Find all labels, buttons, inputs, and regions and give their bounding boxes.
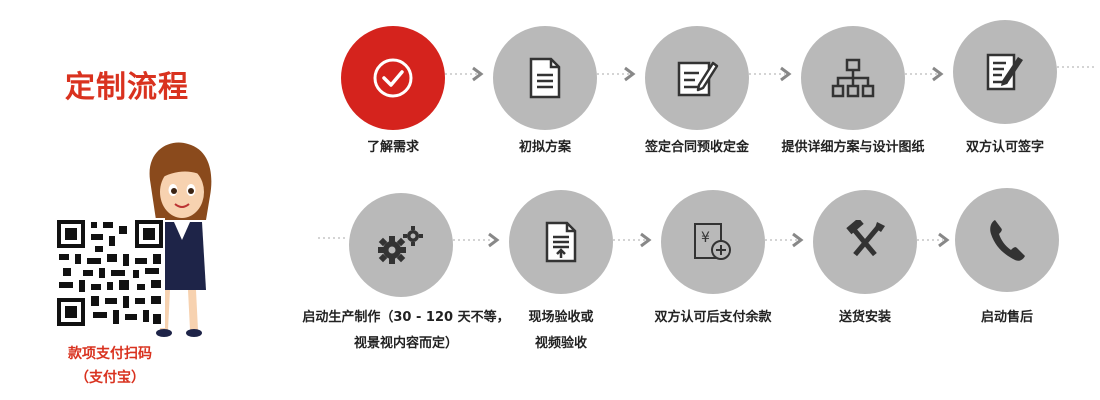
arrow-5-end <box>1057 66 1095 68</box>
upload-document-icon <box>545 221 577 263</box>
payment-caption-line1: 款项支付扫码 <box>68 346 152 362</box>
payment-icon: ¥ <box>694 223 731 260</box>
step-2-label: 初拟方案 <box>518 140 571 155</box>
document-icon <box>529 57 561 99</box>
arrow-8-9 <box>765 232 804 248</box>
payment-caption: 款项支付扫码 （支付宝） <box>45 342 175 390</box>
gears-icon <box>378 226 423 264</box>
phone-icon <box>990 220 1025 261</box>
step-7-label: 现场验收或 视频验收 <box>503 305 619 357</box>
step-9-label: 送货安装 <box>838 310 891 325</box>
svg-text:¥: ¥ <box>701 230 710 246</box>
org-chart-icon <box>831 58 875 98</box>
arrow-start-6 <box>318 237 346 239</box>
step-8-circle: ¥ <box>661 190 765 294</box>
contract-sign-icon <box>677 61 719 97</box>
arrow-9-10 <box>917 232 950 248</box>
step-8-label: 双方认可后支付余款 <box>654 310 772 325</box>
step-3-circle <box>645 26 749 130</box>
step-5-circle <box>953 20 1057 124</box>
step-9-circle <box>813 190 917 294</box>
step-7-label-line2: 视频验收 <box>534 336 587 351</box>
arrow-6-7 <box>453 232 500 248</box>
arrow-7-8 <box>613 232 652 248</box>
step-1-label: 了解需求 <box>366 140 419 155</box>
arrow-1-2 <box>445 66 484 82</box>
step-2-circle <box>493 26 597 130</box>
sign-document-icon <box>986 53 1023 91</box>
step-3-label: 签定合同预收定金 <box>644 140 749 155</box>
step-4-label: 提供详细方案与设计图纸 <box>781 140 925 155</box>
payment-caption-line2: （支付宝） <box>75 370 145 386</box>
page-title: 定制流程 <box>65 70 189 105</box>
step-5-label: 双方认可签字 <box>965 140 1044 155</box>
arrow-2-3 <box>597 66 636 82</box>
arrow-4-5 <box>905 66 944 82</box>
step-10-circle <box>955 188 1059 292</box>
tools-icon <box>846 220 885 257</box>
step-1-circle <box>341 26 445 130</box>
step-6-label-line2: 视景视内容而定） <box>353 336 458 351</box>
arrow-3-4 <box>749 66 792 82</box>
step-7-label-line1: 现场验收或 <box>528 310 594 325</box>
check-icon <box>373 58 413 98</box>
step-4-circle <box>801 26 905 130</box>
step-7-circle <box>509 190 613 294</box>
step-6-label: 启动生产制作（30 - 120 天不等， 视景视内容而定） <box>296 305 516 357</box>
step-6-circle <box>349 193 453 297</box>
step-10-label: 启动售后 <box>980 310 1033 325</box>
step-6-label-line1: 启动生产制作（30 - 120 天不等， <box>302 310 510 325</box>
qr-code <box>55 218 165 328</box>
